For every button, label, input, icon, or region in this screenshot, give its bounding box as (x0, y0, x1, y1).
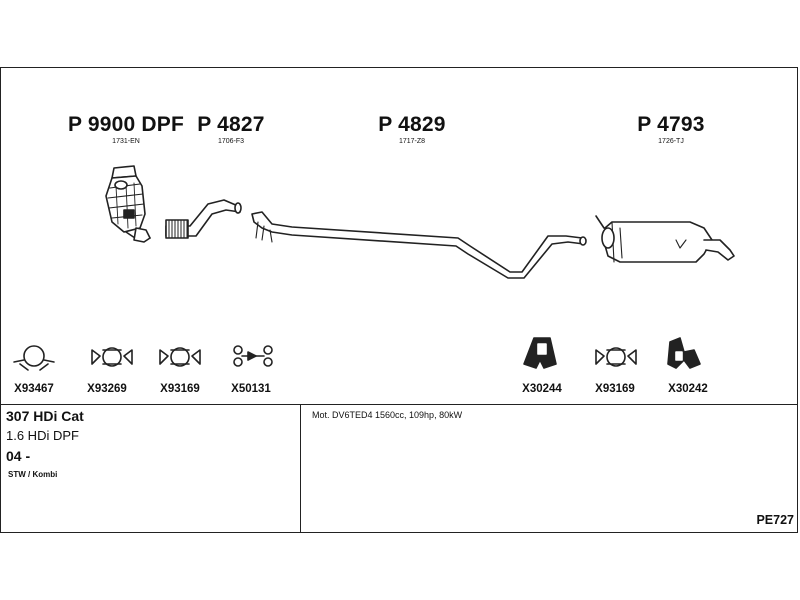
diagram-code: PE727 (756, 513, 794, 527)
vehicle-body-type: STW / Kombi (8, 470, 58, 479)
fitting-hanger-x30242[interactable] (667, 337, 701, 369)
part-ref-middle-pipe: 1717-Z8 (398, 138, 426, 145)
column-divider (300, 404, 301, 533)
vehicle-engine: 1.6 HDi DPF (6, 428, 79, 443)
part-ref-front-pipe: 1706-F3 (217, 138, 245, 145)
part-ref-dpf: 1731-EN (112, 138, 140, 145)
fitting-clamp-x93269[interactable] (91, 347, 133, 367)
fitting-clamp-x93169-rear[interactable] (595, 347, 637, 367)
fitting-code[interactable]: X50131 (231, 383, 271, 395)
part-number-rear-silencer[interactable]: P 4793 (637, 113, 705, 136)
fitting-bracket-x50131[interactable] (233, 345, 273, 367)
middle-pipe-part[interactable] (251, 211, 587, 279)
fitting-code[interactable]: X30242 (668, 383, 708, 395)
part-number-front-pipe[interactable]: P 4827 (197, 113, 265, 136)
part-ref-rear-silencer: 1726-TJ (658, 138, 684, 145)
fitting-code[interactable]: X93169 (160, 383, 200, 395)
part-number-dpf[interactable]: P 9900 DPF (67, 113, 185, 136)
fitting-code[interactable]: X93169 (595, 383, 635, 395)
fitting-code[interactable]: X93467 (14, 383, 54, 395)
fitting-clamp-x93467[interactable] (13, 345, 55, 371)
fitting-clamp-x93169-front[interactable] (159, 347, 201, 367)
vehicle-model: 307 HDi Cat (6, 408, 84, 424)
dpf-catalyst-part[interactable] (105, 165, 151, 243)
fitting-code[interactable]: X93269 (87, 383, 127, 395)
vehicle-year: 04 - (6, 448, 31, 464)
front-pipe-part[interactable] (165, 199, 242, 239)
rear-silencer-part[interactable] (595, 215, 735, 263)
fitting-code[interactable]: X30244 (522, 383, 562, 395)
section-divider (0, 404, 798, 405)
diagram-frame (0, 67, 798, 533)
motor-spec: Mot. DV6TED4 1560cc, 109hp, 80kW (312, 410, 463, 420)
fitting-hanger-x30244[interactable] (523, 337, 557, 369)
part-number-middle-pipe[interactable]: P 4829 (378, 113, 446, 136)
